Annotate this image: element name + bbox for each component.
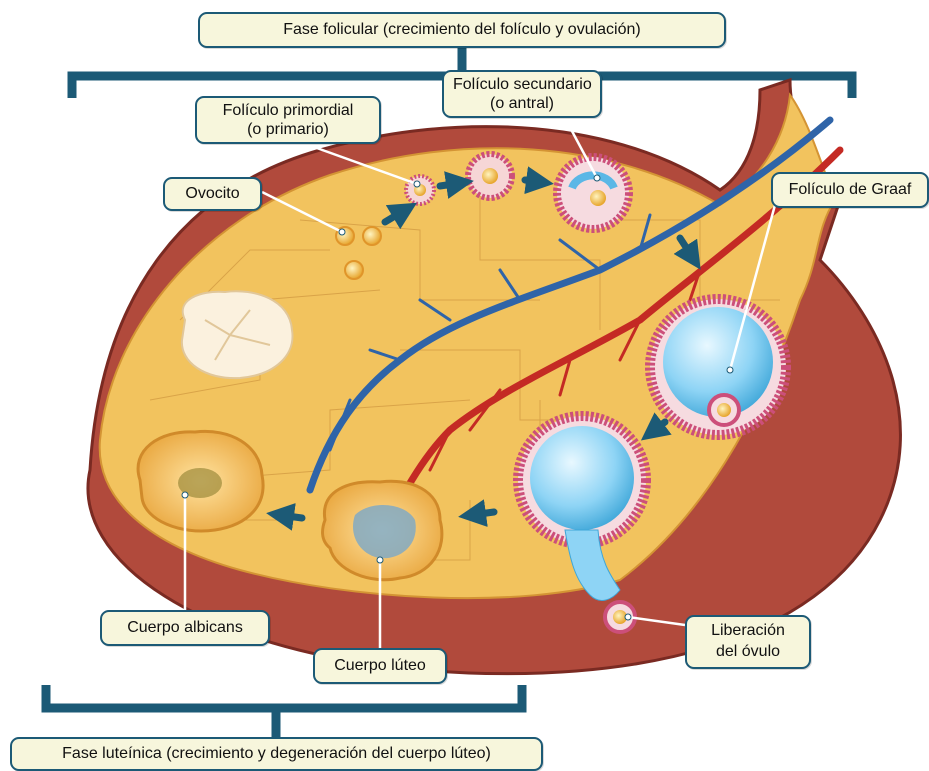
secondary-follicle (557, 157, 629, 229)
primordial-follicle-label-line1: Folículo primordial (206, 101, 370, 120)
growing-follicle (468, 154, 512, 198)
primordial-follicle (406, 176, 434, 204)
secondary-follicle-label-line1: Folículo secundario (453, 75, 591, 94)
corpus-luteum-label: Cuerpo lúteo (313, 648, 447, 684)
oocyte-label: Ovocito (163, 177, 262, 211)
follicular-phase-label: Fase folicular (crecimiento del folículo… (198, 12, 726, 48)
ovum-release-label-line1: Liberación (696, 620, 800, 641)
ovum-release-label-line2: del óvulo (696, 641, 800, 662)
secondary-follicle-label-line2: (o antral) (453, 94, 591, 113)
secondary-follicle-label: Folículo secundario (o antral) (442, 70, 602, 118)
corpus-luteum (323, 481, 442, 579)
corpus-albicans-label: Cuerpo albicans (100, 610, 270, 646)
graafian-follicle-label: Folículo de Graaf (771, 172, 929, 208)
regressed-corpus-albicans (182, 291, 293, 378)
luteal-phase-bracket (46, 685, 522, 740)
primordial-follicle-label-line2: (o primario) (206, 120, 370, 139)
primordial-follicle-label: Folículo primordial (o primario) (195, 96, 381, 144)
ovum-release-label: Liberación del óvulo (685, 615, 811, 669)
graafian-follicle (650, 299, 786, 435)
corpus-albicans (138, 431, 263, 531)
luteal-phase-label: Fase luteínica (crecimiento y degeneraci… (10, 737, 543, 771)
